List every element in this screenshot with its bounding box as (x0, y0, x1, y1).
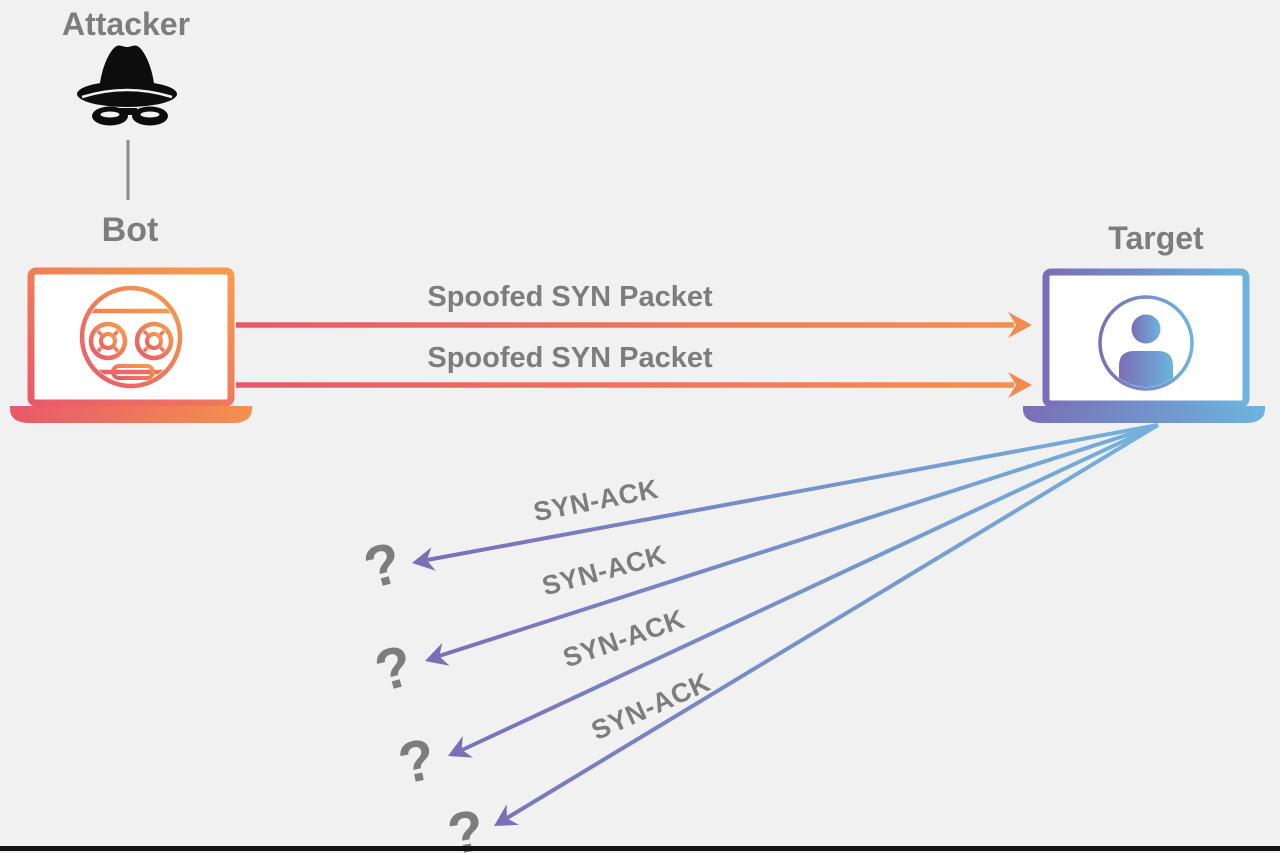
person-head (1131, 314, 1161, 344)
robot-laptop-icon (10, 267, 252, 423)
arrowhead-left (494, 804, 520, 826)
person-icon (1098, 295, 1194, 391)
bot-laptop-base (10, 406, 252, 423)
person-body (1119, 351, 1173, 387)
robot-face (79, 285, 183, 389)
spy-hat-glasses-icon (77, 45, 177, 126)
syn-arrow-1 (236, 312, 1032, 338)
synack-arrow-1 (412, 423, 1159, 571)
robot-mouth (111, 364, 155, 380)
synack-arrow-4 (494, 423, 1160, 826)
robot-eye-left (88, 321, 128, 361)
synack-arrow-2 (425, 423, 1159, 666)
arrowhead-left (412, 547, 436, 571)
target-laptop-base (1023, 406, 1265, 423)
user-laptop-icon (1023, 268, 1265, 423)
synack-arrow-3 (448, 423, 1159, 758)
glasses-right-slit (140, 111, 160, 118)
syn-packet-label-2: Spoofed SYN Packet (427, 342, 713, 374)
syn-arrow-2 (236, 372, 1032, 398)
bottom-border (0, 846, 1280, 851)
bot-label: Bot (101, 211, 159, 249)
glasses-bridge (119, 108, 137, 115)
bot-laptop-screen (27, 267, 235, 407)
hat-brim-line (81, 88, 173, 99)
arrowhead-left (425, 642, 450, 666)
arrowhead-right (1008, 372, 1032, 398)
attacker-label: Attacker (61, 6, 191, 42)
target-label: Target (1108, 220, 1204, 256)
syn-packet-label-1: Spoofed SYN Packet (427, 281, 713, 313)
arrowhead-left (448, 735, 474, 758)
robot-eye-right (134, 321, 174, 361)
arrowhead-right (1008, 312, 1032, 338)
glasses-left-slit (100, 111, 120, 118)
hat-brim (77, 81, 177, 107)
